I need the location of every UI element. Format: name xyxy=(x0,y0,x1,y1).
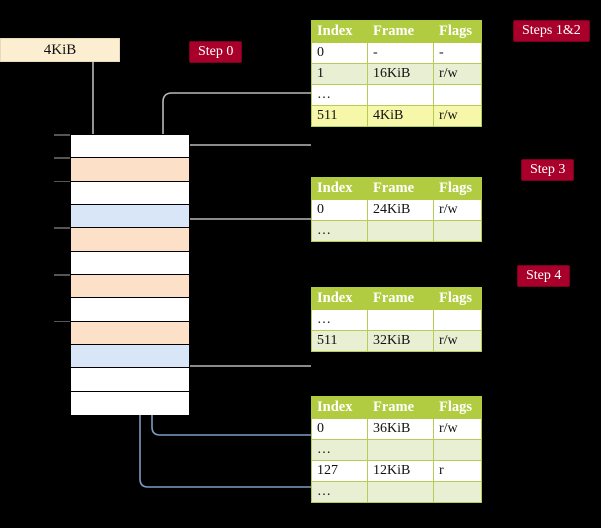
table-cell-flags xyxy=(433,309,482,331)
table-cell-index: 0 xyxy=(311,418,368,440)
table-cell-index: … xyxy=(311,481,368,503)
table-cell-frame xyxy=(367,220,434,242)
table-cell-frame xyxy=(367,84,434,106)
wire-step3-pd xyxy=(172,218,311,276)
column-header-flags: Flags xyxy=(433,396,482,419)
table-cell-flags xyxy=(433,84,482,106)
column-header-frame: Frame xyxy=(367,20,434,43)
column-header-flags: Flags xyxy=(433,287,482,310)
badge-step-0: Step 0 xyxy=(189,41,243,63)
table-cell-frame: - xyxy=(367,42,434,64)
memory-row-5 xyxy=(71,251,189,275)
column-header-frame: Frame xyxy=(367,287,434,310)
memory-row-tick-6 xyxy=(54,274,70,276)
physical-memory-column xyxy=(70,134,190,415)
memory-row-4 xyxy=(71,228,189,252)
table-cell-index: … xyxy=(311,84,368,106)
source-frame-label: 4KiB xyxy=(43,41,77,58)
table-row: … xyxy=(311,220,482,242)
table-cell-index: … xyxy=(311,439,368,461)
table-cell-flags: r xyxy=(433,460,482,482)
memory-row-tick-1 xyxy=(54,157,70,159)
table-cell-flags: r/w xyxy=(433,199,482,221)
table-cell-frame: 24KiB xyxy=(367,199,434,221)
column-header-index: Index xyxy=(311,20,368,43)
memory-row-tick-0 xyxy=(54,134,70,136)
badge-step-3: Step 3 xyxy=(521,159,575,181)
table-row: … xyxy=(311,481,482,503)
table-cell-frame xyxy=(367,309,434,331)
table-cell-index: 0 xyxy=(311,42,368,64)
table-cell-index: 0 xyxy=(311,199,368,221)
memory-row-tick-2 xyxy=(54,180,70,183)
table-cell-flags: r/w xyxy=(433,63,482,85)
table-row: … xyxy=(311,309,482,331)
column-header-flags: Flags xyxy=(433,177,482,200)
table-cell-frame xyxy=(367,439,434,461)
table-row: … xyxy=(311,439,482,461)
table-cell-flags xyxy=(433,439,482,461)
column-header-index: Index xyxy=(311,287,368,310)
memory-row-2 xyxy=(71,181,189,205)
badge-steps-1-2: Steps 1&2 xyxy=(513,20,590,42)
table-cell-frame: 4KiB xyxy=(367,105,434,127)
column-header-flags: Flags xyxy=(433,20,482,43)
table-cell-flags: r/w xyxy=(433,330,482,352)
table-row: 0-- xyxy=(311,42,482,64)
memory-row-9 xyxy=(71,345,189,369)
column-header-frame: Frame xyxy=(367,396,434,419)
table-cell-flags xyxy=(433,481,482,503)
table-cell-index: … xyxy=(311,220,368,242)
memory-row-8 xyxy=(71,321,189,345)
table-cell-index: 511 xyxy=(311,330,368,352)
memory-row-7 xyxy=(71,298,189,322)
table-cell-flags: - xyxy=(433,42,482,64)
table-cell-index: … xyxy=(311,309,368,331)
table-cell-frame: 12KiB xyxy=(367,460,434,482)
column-header-index: Index xyxy=(311,177,368,200)
table-cell-frame: 36KiB xyxy=(367,418,434,440)
table-cell-index: 127 xyxy=(311,460,368,482)
badge-step-4: Step 4 xyxy=(517,265,571,287)
memory-row-11 xyxy=(71,391,189,415)
table-cell-flags xyxy=(433,220,482,242)
table-cell-frame: 16KiB xyxy=(367,63,434,85)
memory-row-6 xyxy=(71,275,189,299)
memory-row-10 xyxy=(71,368,189,392)
memory-row-0 xyxy=(71,135,189,159)
wire-step4-pt xyxy=(169,300,311,367)
column-header-index: Index xyxy=(311,396,368,419)
memory-row-tick-4 xyxy=(54,227,70,229)
table-cell-frame xyxy=(367,481,434,503)
memory-row-3 xyxy=(71,205,189,229)
table-cell-flags: r/w xyxy=(433,105,482,127)
column-header-frame: Frame xyxy=(367,177,434,200)
table-cell-flags: r/w xyxy=(433,418,482,440)
memory-row-tick-8 xyxy=(54,320,70,323)
table-cell-index: 1 xyxy=(311,63,368,85)
table-cell-frame: 32KiB xyxy=(367,330,434,352)
source-frame-box: 4KiB xyxy=(0,38,120,62)
memory-row-1 xyxy=(71,158,189,182)
table-cell-index: 511 xyxy=(311,105,368,127)
table-row: … xyxy=(311,84,482,106)
